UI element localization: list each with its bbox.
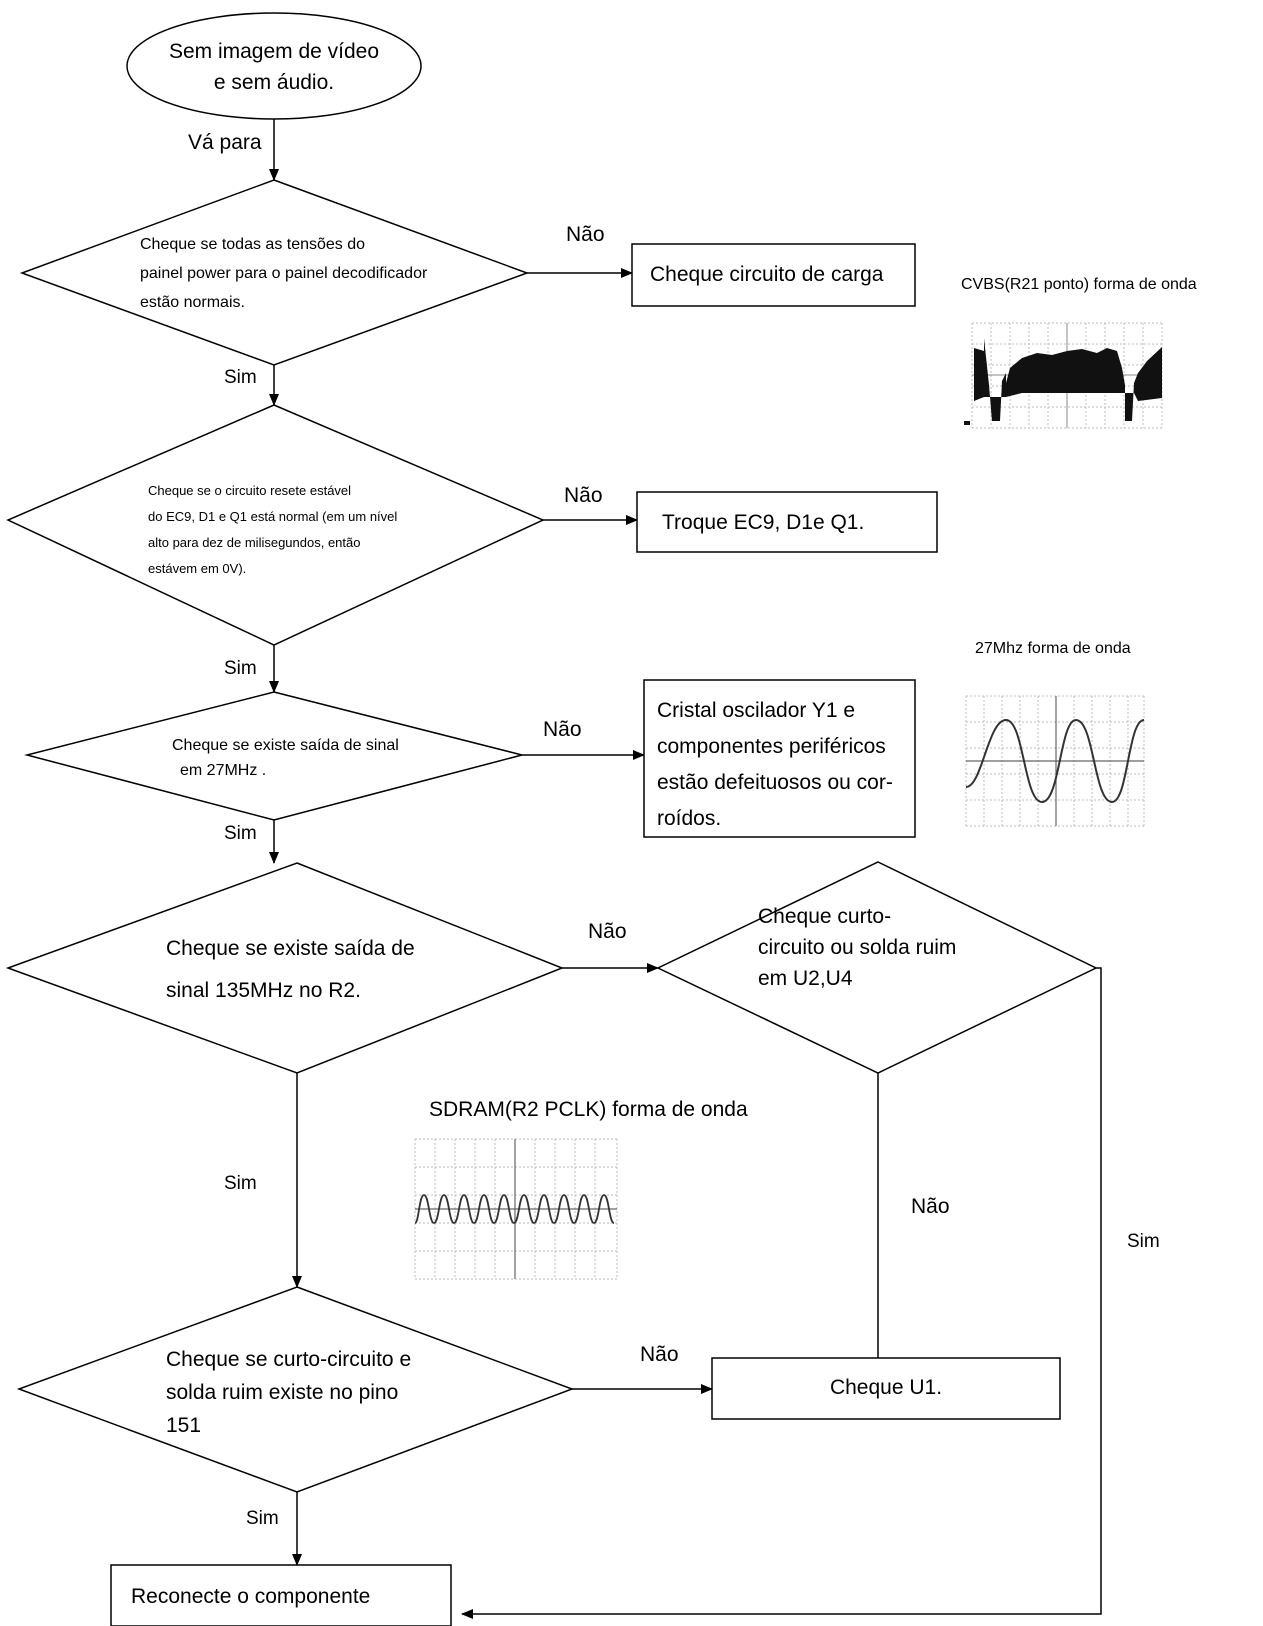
box-troque-rect <box>636 491 938 553</box>
cristal-line-3: estão defeituosos ou cor- <box>657 771 893 794</box>
decision-voltages-text: Cheque se todas as tensões do painel pow… <box>140 230 427 317</box>
d2-line-2: do EC9, D1 e Q1 está normal (em um nível <box>148 509 398 524</box>
d5-line-2: circuito ou solda ruim <box>758 936 957 959</box>
d2-line-3: alto para dez de milisegundos, então <box>148 535 361 550</box>
d6-line-1: Cheque se curto-circuito e <box>166 1348 412 1371</box>
d3-sim-label: Sim <box>224 823 257 844</box>
box-carga-rect <box>631 243 916 307</box>
d1-line-1: Cheque se todas as tensões do <box>140 236 366 253</box>
27mhz-caption: 27Mhz forma de onda <box>975 640 1131 657</box>
cristal-line-4: roídos. <box>657 807 722 830</box>
d5-sim-label: Sim <box>1127 1231 1160 1252</box>
d3-line-2: em 27MHz . <box>180 762 267 779</box>
d1-nao-label: Não <box>566 223 605 246</box>
arrow-d5-sim <box>461 967 1102 1619</box>
goto-label: Vá para <box>188 131 262 154</box>
cvbs-caption: CVBS(R21 ponto) forma de onda <box>961 276 1197 293</box>
decision-27mhz-text: Cheque se existe saída de sinal em 27MHz… <box>172 733 399 783</box>
decision-reset-text: Cheque se o circuito resete estável do E… <box>148 478 397 582</box>
d4-line-2: sinal 135MHz no R2. <box>166 979 361 1002</box>
sdram-waveform-image <box>411 1135 621 1283</box>
box-reconecte-text: Reconecte o componente <box>131 1585 371 1608</box>
cvbs-waveform-image <box>962 313 1174 438</box>
start-line-2: e sem áudio. <box>213 71 335 94</box>
box-troque-text: Troque EC9, D1e Q1. <box>662 511 865 534</box>
start-terminal-text: Sem imagem de vídeo e sem áudio. <box>127 36 421 98</box>
d4-nao-label: Não <box>588 920 627 943</box>
d2-nao-label: Não <box>564 484 603 507</box>
d4-line-1: Cheque se existe saída de <box>166 937 415 960</box>
decision-135mhz-text: Cheque se existe saída de sinal 135MHz n… <box>166 928 415 1012</box>
decision-pino151-text: Cheque se curto-circuito e solda ruim ex… <box>166 1343 411 1442</box>
d5-line-3: em U2,U4 <box>758 967 853 990</box>
box-cristal-rect <box>643 679 916 838</box>
box-carga-text: Cheque circuito de carga <box>650 263 884 286</box>
d1-sim-label: Sim <box>224 367 257 388</box>
box-u1-rect <box>711 1357 1061 1420</box>
d2-sim-label: Sim <box>224 658 257 679</box>
d3-line-1: Cheque se existe saída de sinal <box>172 737 399 754</box>
d6-sim-label: Sim <box>246 1508 279 1529</box>
d2-line-4: estávem em 0V). <box>148 561 247 576</box>
box-u1-text: Cheque U1. <box>829 1376 943 1399</box>
start-line-1: Sem imagem de vídeo <box>168 40 380 63</box>
d5-line-1: Cheque curto- <box>758 905 892 928</box>
d4-sim-label: Sim <box>224 1173 257 1194</box>
d2-line-1: Cheque se o circuito resete estável <box>148 483 352 498</box>
cristal-line-2: componentes periféricos <box>657 735 886 758</box>
d6-line-2: solda ruim existe no pino <box>166 1381 399 1404</box>
27mhz-waveform-image <box>962 692 1148 830</box>
d6-line-3: 151 <box>166 1414 202 1437</box>
sdram-caption: SDRAM(R2 PCLK) forma de onda <box>429 1098 748 1121</box>
d3-nao-label: Não <box>543 718 582 741</box>
box-reconecte-rect <box>110 1564 452 1626</box>
d1-line-2: painel power para o painel decodificador <box>140 265 428 282</box>
cristal-line-1: Cristal oscilador Y1 e <box>657 699 856 722</box>
d6-nao-label: Não <box>640 1343 679 1366</box>
d5-nao-label: Não <box>911 1195 950 1218</box>
decision-u2u4-text: Cheque curto- circuito ou solda ruim em … <box>758 901 956 994</box>
d1-line-3: estão normais. <box>140 294 245 311</box>
box-cristal-text: Cristal oscilador Y1 e componentes perif… <box>657 693 893 837</box>
